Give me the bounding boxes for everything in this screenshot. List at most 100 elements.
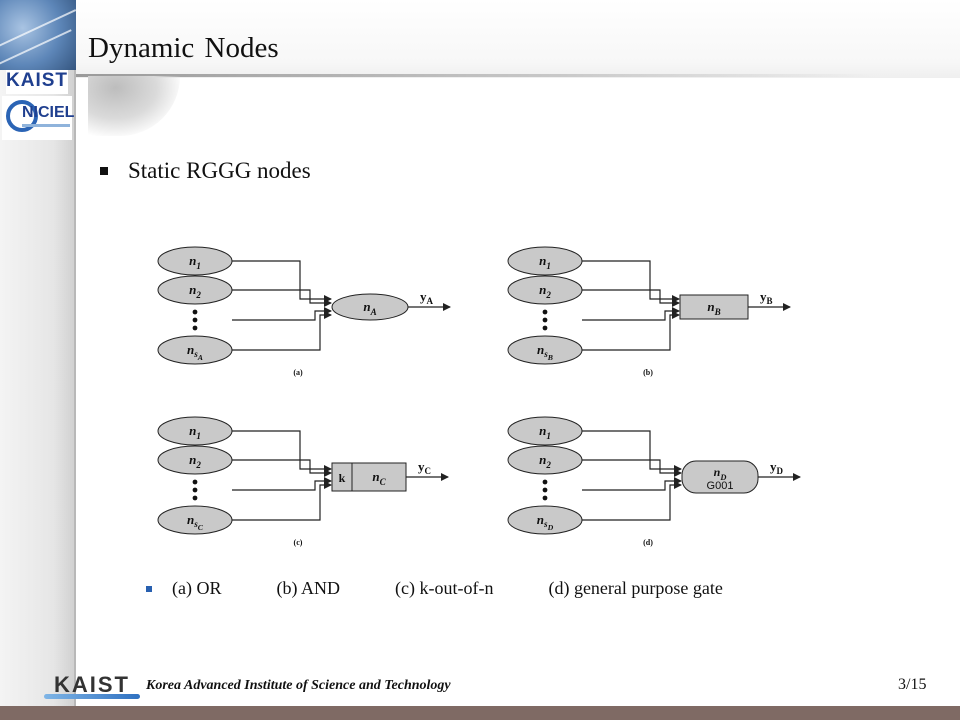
panel-d-input-label-2-subsub: D (547, 523, 554, 532)
panel-d-node-sublabel: G001 (707, 480, 734, 492)
panel-d-input-label-1-sub: 2 (545, 460, 551, 470)
caption-item-k-out-of-n: (c) k-out-of-n (394, 578, 494, 598)
panel-a-dot-0 (192, 309, 198, 315)
panel-c-input-label-2-main: n (187, 512, 194, 527)
panel-c-input-label-1-sub: 2 (195, 460, 201, 470)
panel-c-node (331, 462, 407, 492)
panel-b-output-label: yB (760, 289, 773, 306)
panel-a-output-sub: A (427, 296, 434, 306)
panel-c-input-label-1: n2 (189, 452, 201, 470)
slide-title: Dynamic Nodes (88, 32, 279, 64)
panel-b-wire-1 (582, 289, 680, 307)
panel-d-output-main: y (770, 459, 777, 474)
panel-c-node-label-sub: C (380, 477, 387, 487)
panel-b-input-label-2-main: n (537, 342, 544, 357)
panel-a-dot-1 (192, 317, 198, 323)
panel-c-input-0 (157, 416, 233, 446)
panel-c-output-main: y (418, 459, 425, 474)
panel-a-node-label-sub: A (370, 307, 377, 317)
panel-d-input-label-1: n2 (539, 452, 551, 470)
panel-a-input-label-2-subsub: A (197, 353, 203, 362)
panel-a-wire-0 (232, 260, 332, 303)
panel-a-wire-2 (232, 311, 332, 351)
gear-decoration (88, 76, 180, 136)
caption-item-or: (a) OR (172, 578, 222, 598)
square-bullet-icon (100, 167, 108, 175)
panel-d-input-1 (507, 445, 583, 475)
panel-c-caption-label: (c) (294, 538, 303, 547)
panel-c-wire-0 (232, 430, 332, 473)
footer-institute-name: Korea Advanced Institute of Science and … (146, 678, 451, 693)
panel-b-input-label-1-sub: 2 (545, 290, 551, 300)
header-divider (76, 74, 876, 77)
main-bullet-text: Static RGGG nodes (128, 158, 311, 183)
niciel-logo-text: NICIEL (22, 104, 75, 121)
panel-b-input-label-1: n2 (539, 282, 551, 300)
panel-c-input-1 (157, 445, 233, 475)
panel-c-wire-2 (232, 481, 332, 521)
panel-b-input-label-2-subsub: B (547, 353, 553, 362)
footer-kaist-logo: KAIST (44, 672, 140, 700)
panel-d-caption-label: (d) (643, 538, 653, 547)
panel-b-input-label-0-main: n (539, 253, 546, 268)
panel-d-wire-2 (582, 481, 682, 521)
panel-d-input-2 (507, 505, 583, 535)
panel-a-input-label-2: nsA (187, 342, 203, 362)
panel-b-input-label-0-sub: 1 (546, 261, 551, 271)
panel-b-input-label-2: nsB (537, 342, 553, 362)
caption-bullet-icon (146, 585, 152, 592)
header-band (76, 0, 960, 78)
panel-b-input-label-2-sub: s (543, 349, 548, 359)
panel-b-input-0 (507, 246, 583, 276)
panel-c-input-label-2-sub: s (193, 519, 198, 529)
panel-a-output-main: y (420, 289, 427, 304)
panel-d-wire-1 (582, 459, 682, 477)
panel-b-node-label-main: n (707, 299, 714, 314)
main-bullet: Static RGGG nodes (100, 158, 311, 184)
niciel-ring-icon (6, 100, 38, 132)
niciel-underline (22, 124, 70, 127)
panel-b-dot-1 (542, 317, 548, 323)
panel-b-input-1 (507, 275, 583, 305)
panel-a-input-label-1-main: n (189, 282, 196, 297)
panel-c-dot-1 (192, 487, 198, 493)
caption-item-and: (b) AND (276, 578, 340, 598)
panel-b-wire-0 (582, 260, 680, 303)
bottom-bar (0, 706, 960, 720)
panel-b-wire-mid (582, 307, 680, 321)
panel-d-node-label-main: n (714, 465, 721, 479)
panel-b-node-label-sub: B (714, 307, 721, 317)
panel-c-input-label-0: n1 (189, 423, 201, 441)
panel-a-output-label: yA (420, 289, 434, 306)
panel-c-node-label-main: n (372, 469, 379, 484)
niciel-logo: NICIEL (2, 96, 75, 140)
panel-d-input-label-0-main: n (539, 423, 546, 438)
panel-a-input-label-2-main: n (187, 342, 194, 357)
kaist-logo: KAIST (6, 70, 68, 94)
panel-c-input-label-2: nsC (187, 512, 204, 532)
panel-a-input-1 (157, 275, 233, 305)
panel-d-input-0 (507, 416, 583, 446)
panel-d-dot-2 (542, 495, 548, 501)
panel-a-dot-2 (192, 325, 198, 331)
panel-c-node-label: nC (372, 469, 386, 487)
panel-c-input-label-0-main: n (189, 423, 196, 438)
panel-c-input-label-0-sub: 1 (196, 431, 201, 441)
panel-d-output-sub: D (777, 466, 784, 476)
panel-a-input-label-1: n2 (189, 282, 201, 300)
panel-d-input-label-1-main: n (539, 452, 546, 467)
footer-logo-text: KAIST (54, 672, 130, 697)
panel-c-wire-mid (232, 477, 332, 491)
panel-d-dot-0 (542, 479, 548, 485)
panel-a-input-label-0-main: n (189, 253, 196, 268)
panel-d-input-label-2-main: n (537, 512, 544, 527)
caption-item-general-gate: (d) general purpose gate (548, 578, 723, 598)
panel-c-output-sub: C (425, 466, 432, 476)
panel-a-wire-mid (232, 307, 332, 321)
sidebar-edge (74, 0, 76, 720)
